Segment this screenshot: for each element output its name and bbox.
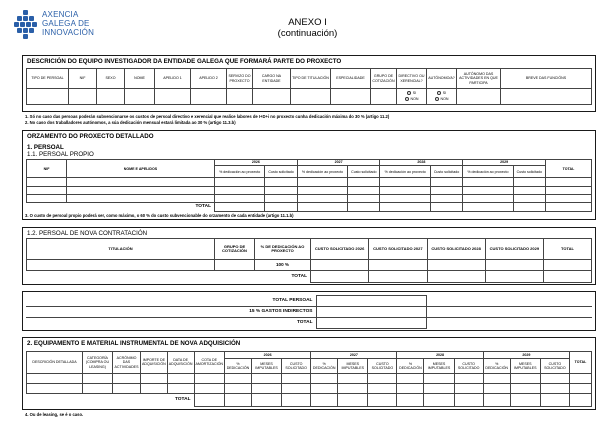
col-autonomo: AUTÓNOMO/A?: [426, 68, 457, 89]
col-custo: Custo solicitado: [512, 165, 547, 179]
total-label: TOTAL: [26, 270, 311, 283]
col-custo-2029: CUSTO SOLICITADO 2029: [484, 238, 545, 260]
new-hire-table: TITULACIÓN GRUPO DE COTIZACIÓN % DE DEDI…: [26, 238, 592, 283]
equipment-total-label: TOTAL: [26, 392, 195, 407]
col-tipo-persoal: TIPO DE PERSOAL: [26, 68, 69, 89]
summary-indirect: 15 % GASTOS INDIRECTOS: [26, 306, 317, 318]
col-total: TOTAL: [543, 238, 592, 260]
footnote-4: 4. Ou de leasing, se é o caso.: [25, 412, 84, 417]
col-directivo: DIRECTIVO OU XERENCIAL?: [396, 68, 427, 89]
summary-section: TOTAL PERSOAL 15 % GASTOS INDIRECTOS TOT…: [22, 291, 596, 331]
col-titulacion: TITULACIÓN: [26, 238, 215, 260]
budget-section: ORZAMENTO DO PROXECTO DETALLADO 1. PERSO…: [22, 130, 596, 220]
col-dedic: % dedicación ao proxecto: [379, 165, 431, 179]
col-dedic: % dedicación ao proxecto: [296, 165, 349, 179]
col-funcions: BREVE DAS FUNCIÓNS: [500, 68, 592, 89]
col-acronimo: ACRÓNIMO DAS ACTIVIDADES: [112, 351, 141, 374]
col-custo: CUSTO SOLICITADO: [367, 358, 398, 374]
col-custo: CUSTO SOLICITADO: [281, 358, 312, 374]
own-staff-table: NIF NOME E APELIDOS 2026 2027 2028 2029 …: [26, 158, 592, 213]
equipment-section: 2. EQUIPAMENTO E MATERIAL INSTRUMENTAL D…: [22, 337, 596, 410]
col-apelido1: APELIDO 1: [154, 68, 191, 89]
year-2026: 2026: [223, 350, 312, 360]
col-custo: Custo solicitado: [264, 165, 298, 179]
col-grupo: GRUPO DE COTIZACIÓN: [370, 68, 397, 89]
col-descricion: DESCRICIÓN DETALLADA: [26, 351, 83, 374]
team-table: TIPO DE PERSOAL NIF SEXO NOME APELIDO 1 …: [26, 68, 592, 105]
col-meses: MESES IMPUTABLES: [509, 358, 541, 374]
new-hire-section: 1.2. PERSOAL DE NOVA CONTRATACIÓN TITULA…: [22, 227, 596, 285]
cell-empty[interactable]: [26, 88, 69, 105]
dedication-value: 100 %: [254, 258, 311, 272]
col-custo-2028: CUSTO SOLICITADO 2028: [426, 238, 486, 260]
logo-text: AXENCIA GALEGA DE INNOVACIÓN: [42, 10, 95, 37]
radio-non[interactable]: NON: [404, 97, 419, 101]
autonomo-radio-group: SI NON: [426, 88, 457, 105]
budget-title: ORZAMENTO DO PROXECTO DETALLADO: [27, 133, 154, 140]
directivo-radio-group: SI NON: [396, 88, 427, 105]
equipment-table: DESCRICIÓN DETALLADA CATEGORÍA (COMPRA O…: [26, 350, 592, 408]
col-custo: CUSTO SOLICITADO: [539, 358, 571, 374]
col-data: DATA DE ADQUISICIÓN: [166, 351, 195, 374]
col-meses: MESES IMPUTABLES: [337, 358, 369, 374]
col-sexo: SEXO: [96, 68, 125, 89]
team-section-title: DESCRICIÓN DO EQUIPO INVESTIGADOR DA ENT…: [27, 58, 342, 65]
col-nome-apelidos: NOME E APELIDOS: [66, 158, 215, 179]
new-hire-title: 1.2. PERSOAL DE NOVA CONTRATACIÓN: [27, 230, 148, 237]
page-title: ANEXO I (continuación): [277, 17, 338, 39]
total-label: TOTAL: [26, 201, 215, 212]
col-apelido2: APELIDO 2: [190, 68, 227, 89]
team-section: DESCRICIÓN DO EQUIPO INVESTIGADOR DA ENT…: [22, 55, 596, 112]
logo-cross-icon: [14, 10, 38, 40]
year-2028: 2028: [396, 350, 484, 360]
agencia-logo: AXENCIA GALEGA DE INNOVACIÓN: [14, 8, 104, 48]
col-dedic: % DEDICACIÓN: [482, 358, 511, 374]
col-dedic: % DEDICACIÓN: [396, 358, 425, 374]
footnote-2: 2. No caso dos traballadores autónomos, …: [25, 120, 236, 125]
year-2027: 2027: [310, 350, 398, 360]
col-dedic: % dedicación ao proxecto: [213, 165, 266, 179]
summary-table: TOTAL PERSOAL 15 % GASTOS INDIRECTOS TOT…: [26, 295, 592, 329]
radio-si[interactable]: SI: [406, 91, 416, 96]
col-nome: NOME: [124, 68, 155, 89]
col-nif: NIF: [26, 158, 67, 179]
col-dedicacion: % DE DEDICACIÓN AO PROXECTO: [254, 238, 311, 260]
col-total: TOTAL: [569, 351, 592, 374]
col-autonomo-actividades: AUTÓNOMO DAS ACTIVIDADES EN QUE PARTICIP…: [456, 68, 501, 89]
col-importe: IMPORTE DE ADQUISICIÓN: [140, 351, 168, 374]
col-grupo: GRUPO DE COTIZACIÓN: [214, 238, 255, 260]
col-dedic: % dedicación ao proxecto: [462, 165, 514, 179]
col-especialidade: ESPECIALIDADE: [330, 68, 371, 89]
col-cargo: CARGO NA ENTIDADE: [252, 68, 291, 89]
col-categoria: CATEGORÍA (COMPRA OU LEASING): [82, 351, 113, 374]
footnote-3: 3. O custo de persoal propio poderá ser,…: [25, 213, 294, 218]
col-dedic: % DEDICACIÓN: [223, 358, 252, 374]
radio-non[interactable]: NON: [434, 97, 449, 101]
col-titulacion: TIPO DE TITULACIÓN: [290, 68, 331, 89]
col-meses: MESES IMPUTABLES: [423, 358, 455, 374]
equipment-title: 2. EQUIPAMENTO E MATERIAL INSTRUMENTAL D…: [27, 340, 241, 347]
col-custo-2027: CUSTO SOLICITADO 2027: [368, 238, 428, 260]
col-custo: CUSTO SOLICITADO: [453, 358, 484, 374]
col-total: TOTAL: [545, 158, 592, 179]
col-cota: COTA DE AMORTIZACIÓN: [193, 351, 225, 374]
col-custo: Custo solicitado: [347, 165, 381, 179]
summary-total-persoal: TOTAL PERSOAL: [26, 295, 317, 307]
personal-subtitle: 1. PERSOAL: [27, 144, 64, 151]
col-meses: MESES IMPUTABLES: [250, 358, 283, 374]
col-dedic: % DEDICACIÓN: [310, 358, 339, 374]
radio-si[interactable]: SI: [436, 91, 446, 96]
col-nif: NIF: [68, 68, 97, 89]
year-2029: 2029: [482, 350, 571, 360]
col-custo: Custo solicitado: [429, 165, 464, 179]
summary-total: TOTAL: [26, 317, 317, 329]
col-servizo: SERVIZO DO PROXECTO: [226, 68, 253, 89]
footnote-1: 1. Só no caso das persoas poderán subven…: [25, 114, 390, 119]
col-custo-2026: CUSTO SOLICITADO 2026: [309, 238, 370, 260]
own-staff-subtitle: 1.1. PERSOAL PROPIO: [27, 151, 94, 158]
